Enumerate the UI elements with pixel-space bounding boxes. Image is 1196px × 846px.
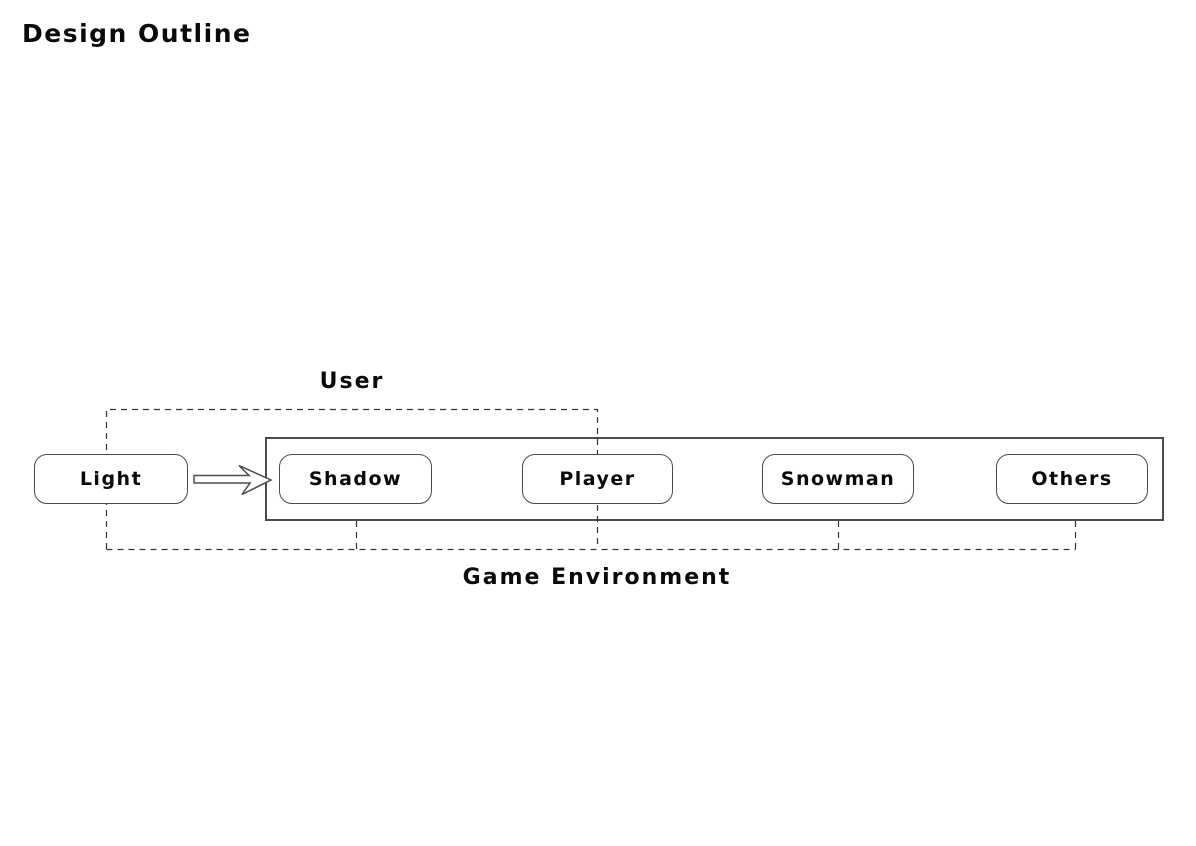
game-environment-group-label: Game Environment	[462, 565, 732, 590]
node-others: Others	[996, 454, 1148, 504]
node-light: Light	[34, 454, 188, 504]
node-snowman: Snowman	[762, 454, 914, 504]
node-shadow-label: Shadow	[308, 468, 403, 490]
node-snowman-label: Snowman	[780, 468, 896, 490]
arrow-right-icon	[193, 464, 273, 496]
node-others-label: Others	[1031, 468, 1113, 490]
page-title: Design Outline	[22, 19, 252, 48]
node-player: Player	[522, 454, 673, 504]
node-light-label: Light	[79, 468, 143, 490]
node-shadow: Shadow	[279, 454, 432, 504]
user-group-label: User	[319, 369, 385, 394]
node-player-label: Player	[559, 468, 636, 490]
